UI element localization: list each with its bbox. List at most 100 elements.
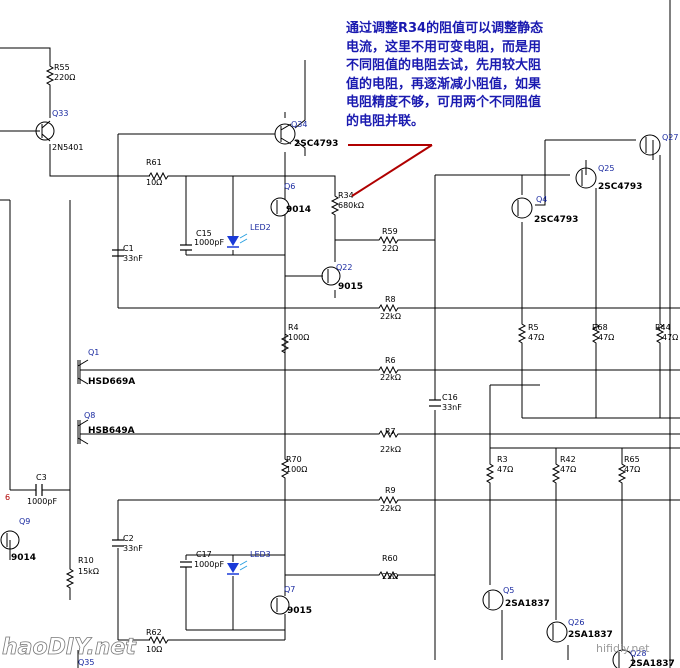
capacitor-c2 <box>112 539 124 547</box>
annotation-line: 不同阻值的电阻去试，先用较大阻 <box>346 58 542 73</box>
r60-ref: R60 <box>382 554 398 563</box>
q4-part: 2SC4793 <box>534 215 578 225</box>
q34-part: 2SC4793 <box>294 139 338 149</box>
r65-value: 47Ω <box>624 465 640 474</box>
r44-value: 47Ω <box>662 333 678 342</box>
c15-ref: C15 <box>196 229 212 238</box>
transistor-q9 <box>0 530 20 550</box>
annotation-pointer <box>348 144 433 197</box>
resistor-r10: R10 15kΩ <box>66 556 99 592</box>
c3-ref: C3 <box>36 473 47 482</box>
resistor-r42: R42 47Ω <box>552 455 576 487</box>
transistor-q5 <box>482 589 504 611</box>
q8-part: HSB649A <box>88 426 135 436</box>
q1-part: HSD669A <box>88 377 135 387</box>
q6-part: 9014 <box>286 205 311 215</box>
c16-ref: C16 <box>442 393 458 402</box>
q4-ref: Q4 <box>536 195 547 204</box>
r9-value: 22kΩ <box>380 504 401 513</box>
q5-part: 2SA1837 <box>505 599 550 609</box>
watermark-right: hifidiy.net <box>596 642 650 655</box>
capacitor-c16 <box>429 399 441 407</box>
watermark-left: haoDIY.net <box>2 635 137 660</box>
r70-ref: R70 <box>286 455 302 464</box>
q33-part: 2N5401 <box>52 143 83 152</box>
q33-ref: Q33 <box>52 109 68 118</box>
transistor-q6 <box>270 197 290 217</box>
q1-ref: Q1 <box>88 348 99 357</box>
annotation-line: 通过调整R34的阻值可以调整静态 <box>346 21 544 36</box>
r6-ref: R6 <box>385 356 396 365</box>
q22-ref: Q22 <box>336 263 352 272</box>
resistor-r55: R55 220Ω <box>46 61 75 89</box>
c1-ref: C1 <box>123 244 134 253</box>
r5-ref: R5 <box>528 323 539 332</box>
q28-part: 2SA1837 <box>630 659 675 668</box>
c1-value: 33nF <box>123 254 143 263</box>
c15-value: 1000pF <box>194 238 224 247</box>
r61-value: 10Ω <box>146 178 162 187</box>
r42-ref: R42 <box>560 455 576 464</box>
r70-value: 100Ω <box>286 465 307 474</box>
resistor-r70: R70 100Ω <box>281 454 307 482</box>
resistor-r62: R62 10Ω <box>144 628 172 654</box>
r6-value: 22kΩ <box>380 373 401 382</box>
r3-value: 47Ω <box>497 465 513 474</box>
resistor-r7: R7 22kΩ <box>374 427 402 454</box>
r3-ref: R3 <box>497 455 508 464</box>
q7-part: 9015 <box>287 606 312 616</box>
c3-value: 1000pF <box>27 497 57 506</box>
c2-ref: C2 <box>123 534 134 543</box>
q7-ref: Q7 <box>284 585 295 594</box>
q8-ref: Q8 <box>84 411 95 420</box>
transistor-q7 <box>270 595 290 615</box>
transistor-q25 <box>575 167 597 189</box>
resistor-r59: R59 22Ω <box>374 227 402 253</box>
q35-ref: Q35 <box>78 658 94 667</box>
r10-value: 15kΩ <box>78 567 99 576</box>
c17-value: 1000pF <box>194 560 224 569</box>
resistor-r68: R68 47Ω <box>592 319 614 347</box>
q22-part: 9015 <box>338 282 363 292</box>
resistor-r8: R8 22kΩ <box>374 295 402 321</box>
led2-icon <box>227 233 248 248</box>
r7-value: 22kΩ <box>380 445 401 454</box>
r55-value: 220Ω <box>54 73 75 82</box>
resistor-r65: R65 47Ω <box>618 455 640 487</box>
r8-value: 22kΩ <box>380 312 401 321</box>
transistor-q27 <box>639 134 661 156</box>
transistor-q28 <box>612 649 634 668</box>
capacitor-c15 <box>180 244 192 251</box>
r5-value: 47Ω <box>528 333 544 342</box>
annotation-line: 的电阻并联。 <box>346 113 425 129</box>
transistor-q34 <box>274 123 296 145</box>
q9-ref: Q9 <box>19 517 30 526</box>
r4-ref: R4 <box>288 323 299 332</box>
q28-ref: Q28 <box>630 649 646 658</box>
resistor-r44: R44 47Ω <box>655 319 678 347</box>
annotation-line: 值的电阻，再逐渐减小阻值，如果 <box>346 76 542 92</box>
resistor-r5: R5 47Ω <box>518 319 544 347</box>
resistor-r3: R3 47Ω <box>486 455 513 487</box>
r44-ref: R44 <box>655 323 671 332</box>
led3-ref: LED3 <box>250 550 271 559</box>
led2-ref: LED2 <box>250 223 271 232</box>
r42-value: 47Ω <box>560 465 576 474</box>
resistor-r60: R60 22Ω <box>374 554 402 581</box>
r55-ref: R55 <box>54 63 70 72</box>
capacitor-c3 <box>35 484 43 496</box>
resistor-r61: R61 10Ω <box>144 158 172 187</box>
r8-ref: R8 <box>385 295 396 304</box>
c16-value: 33nF <box>442 403 462 412</box>
r34-ref: R34 <box>338 191 354 200</box>
q34-ref: Q34 <box>291 120 307 129</box>
r68-ref: R68 <box>592 323 608 332</box>
q27-ref: Q27 <box>662 133 678 142</box>
resistor-r34: R34 680kΩ <box>331 191 364 219</box>
q25-part: 2SC4793 <box>598 182 642 192</box>
capacitor-c1 <box>112 249 124 257</box>
led3-icon <box>227 560 248 575</box>
r34-value: 680kΩ <box>338 201 364 210</box>
